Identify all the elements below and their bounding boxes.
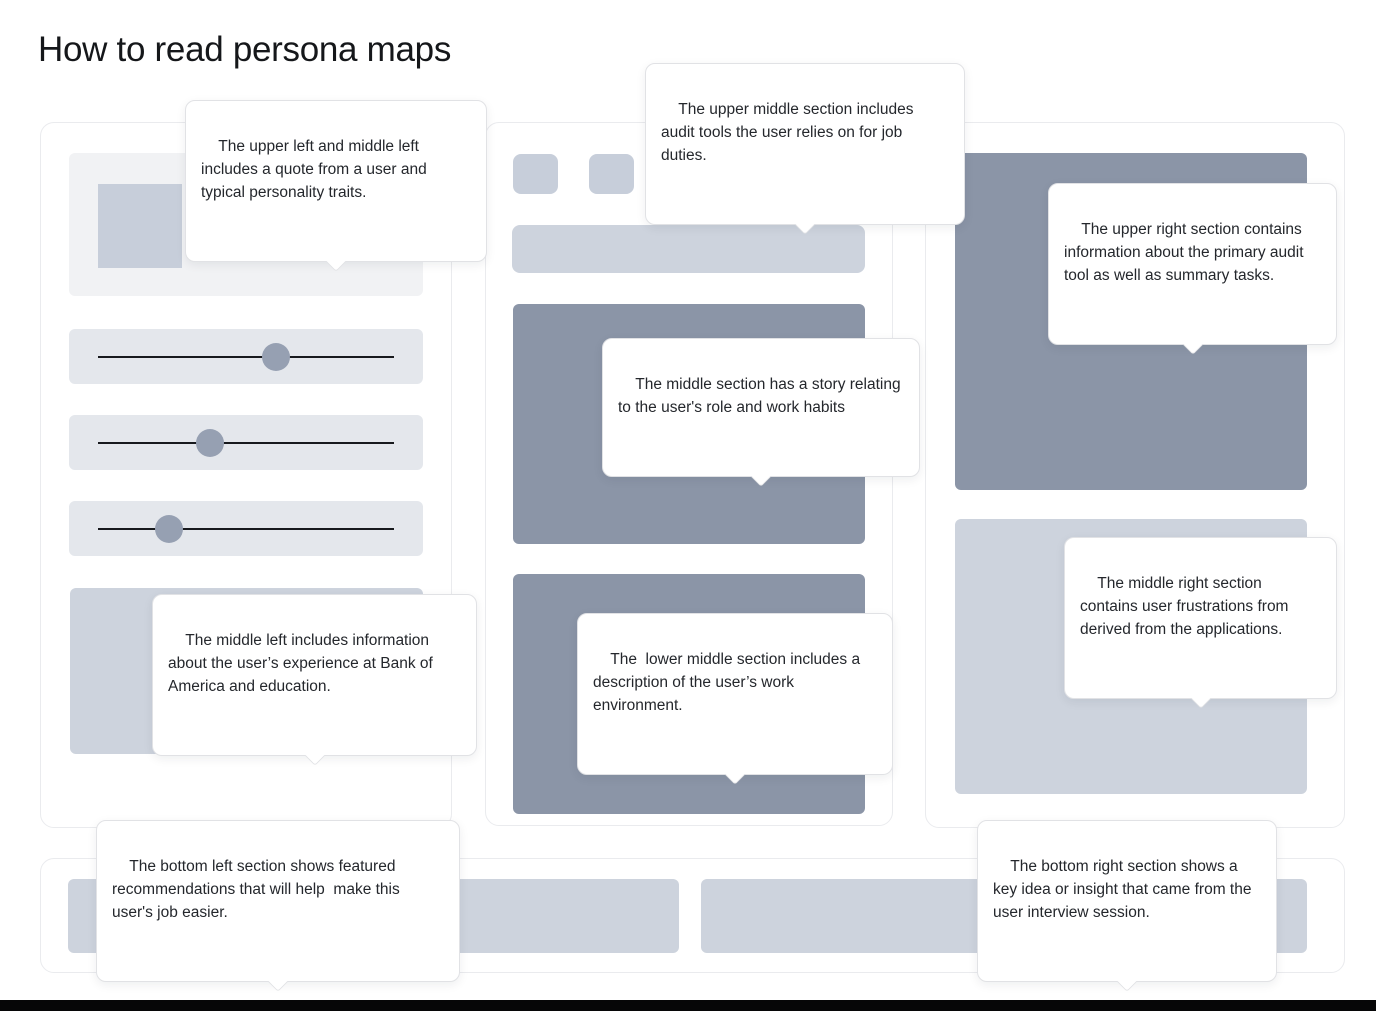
callout-upper-left: The upper left and middle left includes … xyxy=(185,100,487,272)
slider-track xyxy=(98,527,394,530)
slider-handle[interactable] xyxy=(196,428,225,457)
personality-trait-slider-1 xyxy=(69,329,423,384)
callout-text: The middle right section contains user f… xyxy=(1080,575,1293,638)
callout-middle-right: The middle right section contains user f… xyxy=(1064,537,1337,709)
callout-text: The bottom left section shows featured r… xyxy=(112,858,405,921)
avatar-placeholder xyxy=(98,184,182,268)
personality-trait-slider-3 xyxy=(69,501,423,556)
slider-handle[interactable] xyxy=(261,342,290,371)
callout-text: The middle left includes information abo… xyxy=(168,632,437,695)
audit-tool-tile xyxy=(589,154,634,194)
callout-text: The upper left and middle left includes … xyxy=(201,138,432,201)
callout-upper-right: The upper right section contains informa… xyxy=(1048,183,1337,355)
page-title: How to read persona maps xyxy=(38,30,452,69)
slider-track xyxy=(98,355,394,358)
callout-bottom-right: The bottom right section shows a key ide… xyxy=(977,820,1277,992)
callout-middle-left: The middle left includes information abo… xyxy=(152,594,477,766)
callout-text: The upper middle section includes audit … xyxy=(661,101,918,164)
callout-tail xyxy=(268,971,288,992)
slider-handle[interactable] xyxy=(155,514,184,543)
callout-text: The bottom right section shows a key ide… xyxy=(993,858,1256,921)
slider-track xyxy=(98,441,394,444)
audit-tools-bar-placeholder xyxy=(512,225,865,273)
callout-tail xyxy=(1117,971,1137,992)
callout-text: The middle section has a story relating … xyxy=(618,376,905,416)
footer-bar xyxy=(0,1000,1376,1011)
callout-lower-middle: The lower middle section includes a desc… xyxy=(577,613,893,785)
callout-text: The upper right section contains informa… xyxy=(1064,221,1308,284)
callout-text: The lower middle section includes a desc… xyxy=(593,651,865,714)
callout-upper-middle: The upper middle section includes audit … xyxy=(645,63,965,235)
callout-middle: The middle section has a story relating … xyxy=(602,338,920,487)
audit-tool-tile xyxy=(513,154,558,194)
callout-bottom-left: The bottom left section shows featured r… xyxy=(96,820,460,992)
personality-trait-slider-2 xyxy=(69,415,423,470)
